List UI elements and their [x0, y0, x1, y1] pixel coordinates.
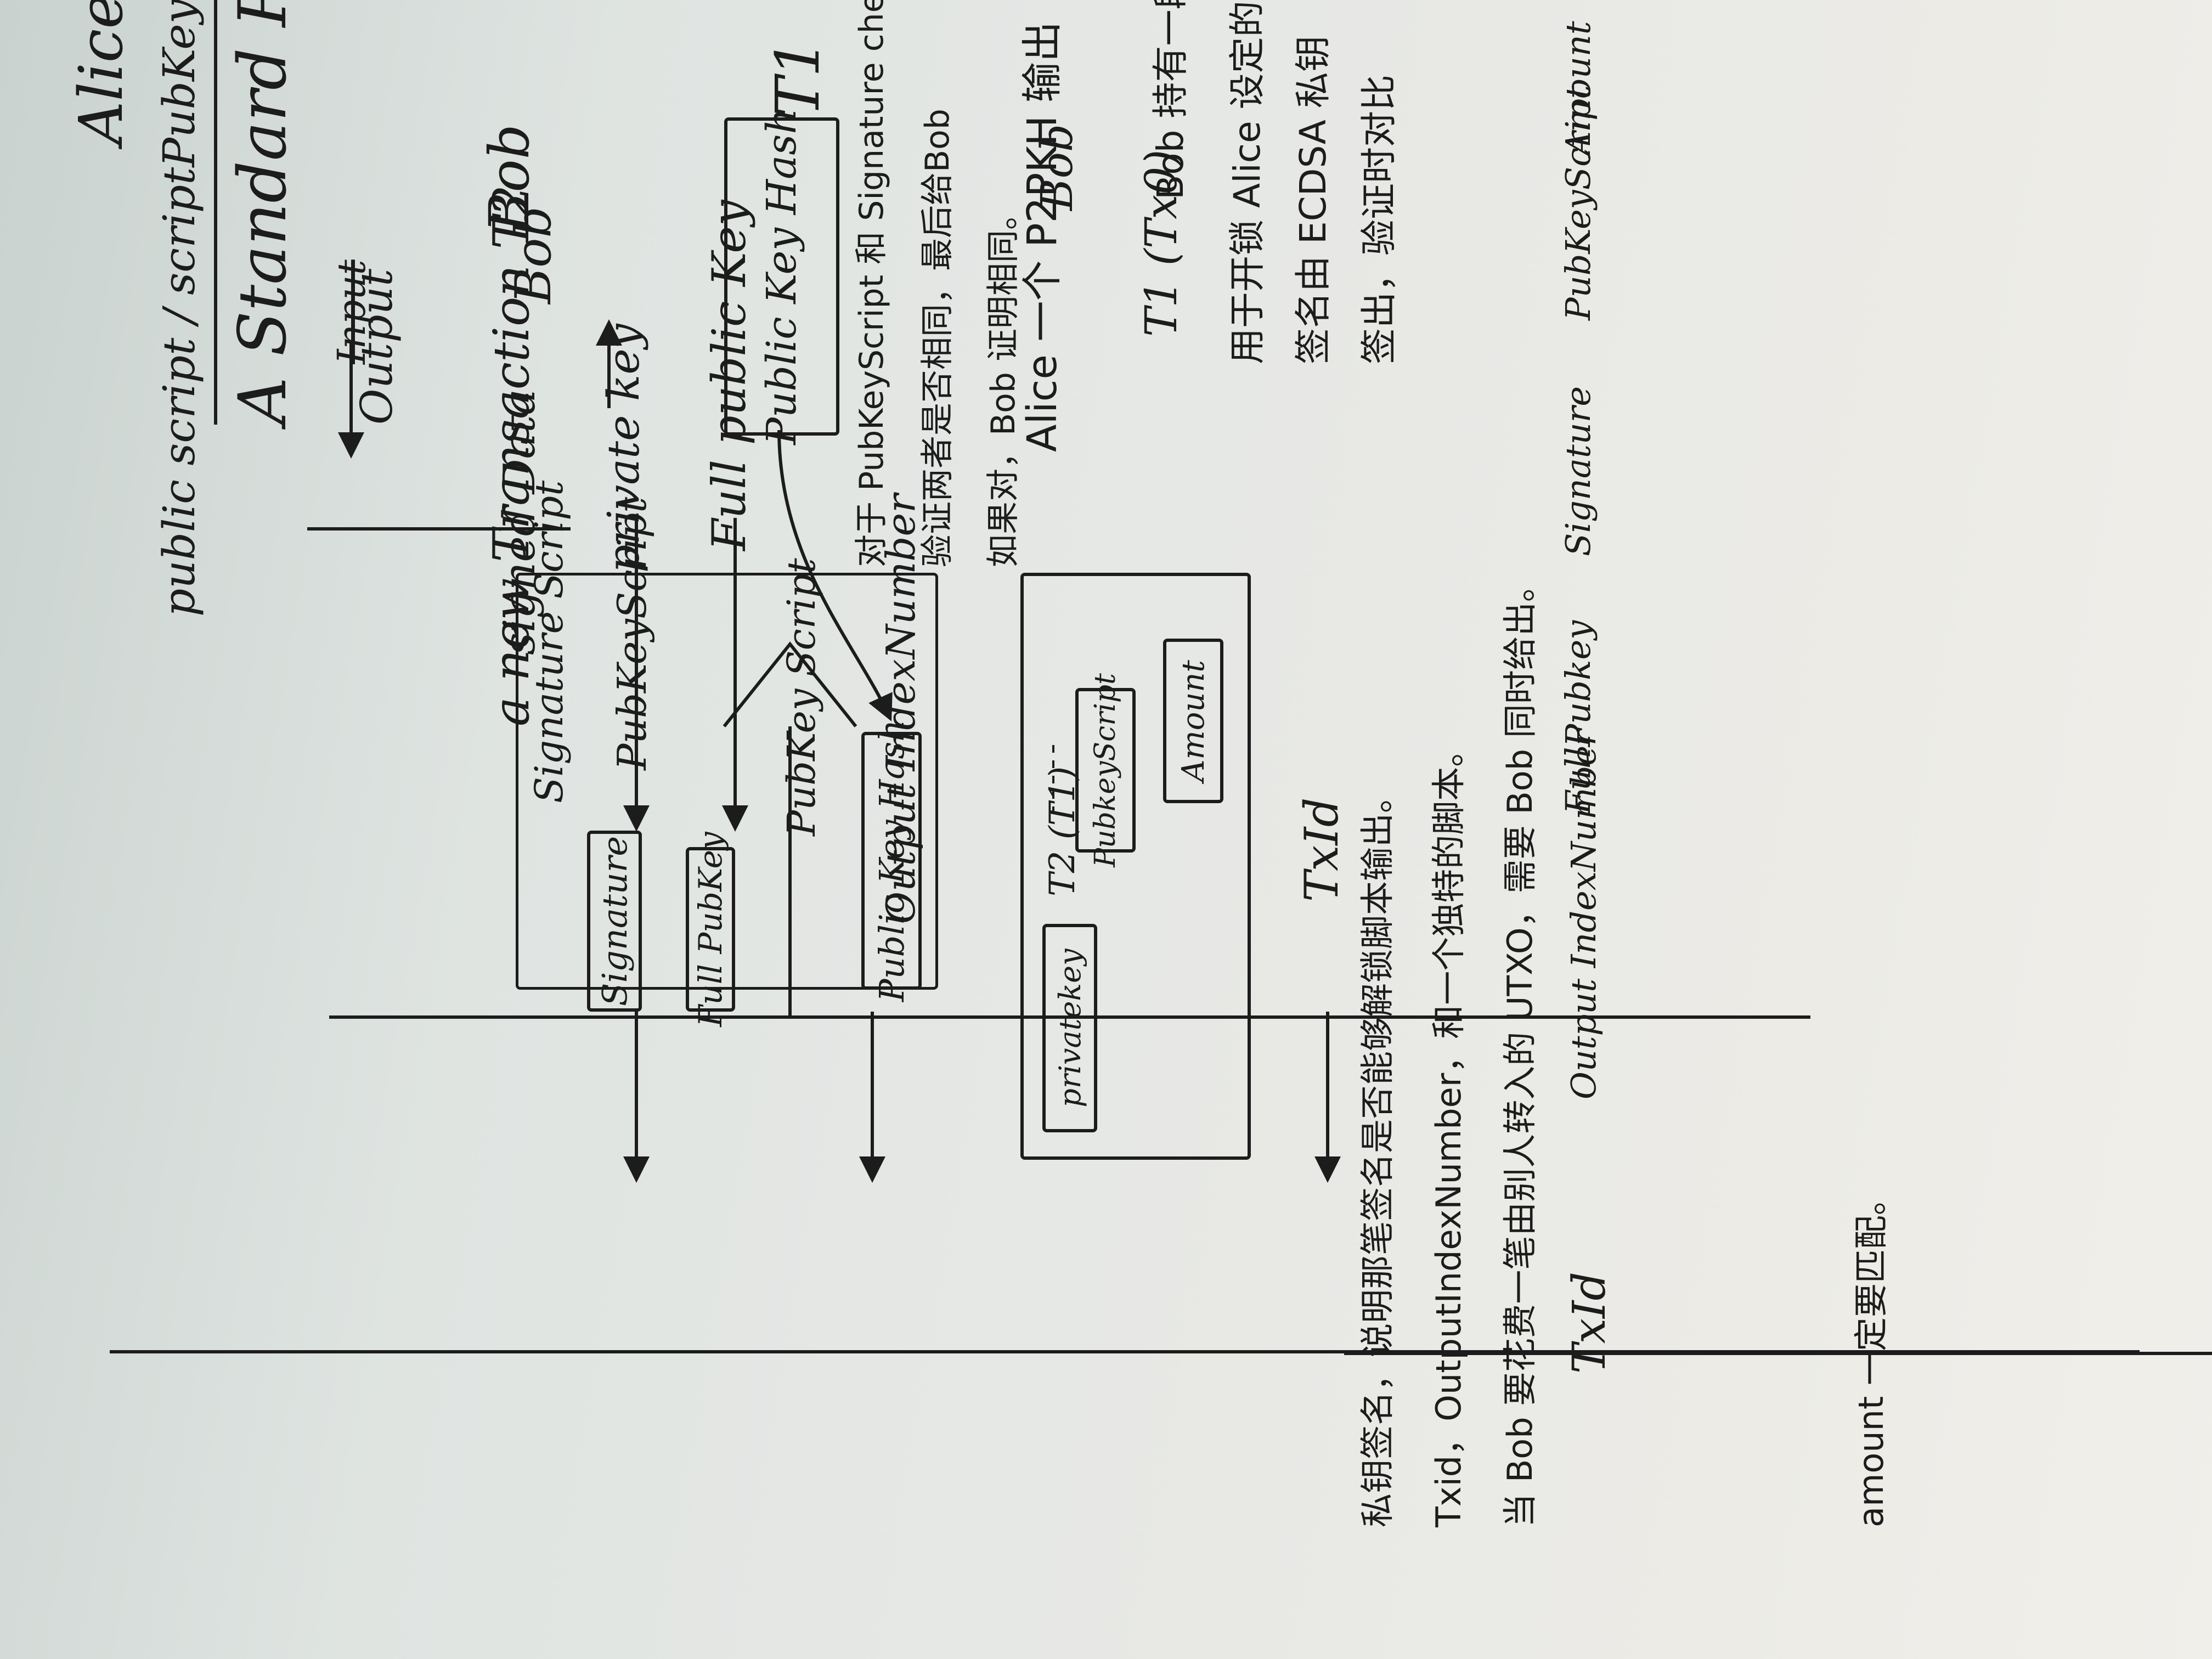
- pubkey-hash-arrow: [777, 430, 893, 721]
- signed-data-bracket: [723, 641, 857, 727]
